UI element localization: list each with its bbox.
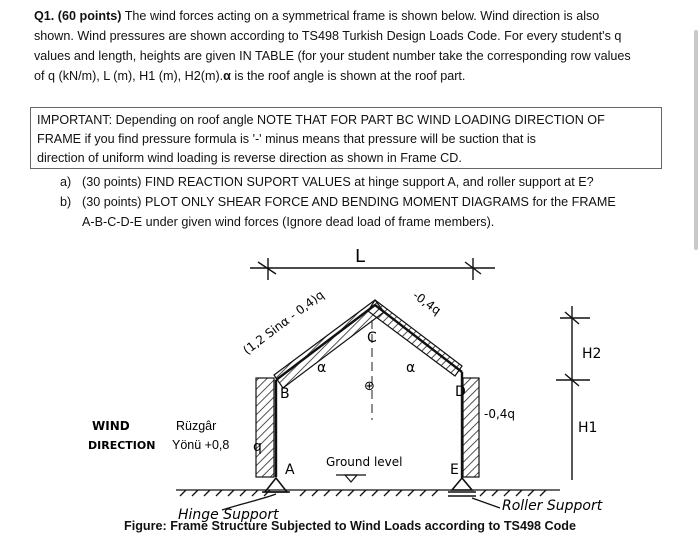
notice-line2: FRAME if you find pressure formula is '-… <box>37 132 536 146</box>
question-line3: values and length, heights are given IN … <box>34 49 631 63</box>
alpha-right: α <box>406 360 415 376</box>
ground-level-marker <box>336 474 366 483</box>
alpha-symbol: α <box>223 69 231 83</box>
notice-line1: IMPORTANT: Depending on roof angle NOTE … <box>37 113 605 127</box>
part-b-text-continued: A-B-C-D-E under given wind forces (Ignor… <box>82 215 495 229</box>
question-line2: shown. Wind pressures are shown accordin… <box>34 29 622 43</box>
wind-label: WIND <box>92 419 130 433</box>
ground-level-label: Ground level <box>326 455 403 469</box>
part-b-text: (30 points) PLOT ONLY SHEAR FORCE AND BE… <box>82 195 616 209</box>
span-label-L: L <box>355 246 365 267</box>
node-D-label: D <box>455 384 466 400</box>
part-b: b) (30 points) PLOT ONLY SHEAR FORCE AND… <box>60 192 670 212</box>
question-text: Q1. (60 points) The wind forces acting o… <box>34 6 666 86</box>
node-E-label: E <box>450 462 459 478</box>
figure-caption: Figure: Frame Structure Subjected to Win… <box>124 519 576 533</box>
important-notice-box: IMPORTANT: Depending on roof angle NOTE … <box>30 107 662 169</box>
question-parts: a) (30 points) FIND REACTION SUPORT VALU… <box>60 172 670 232</box>
roller-support-E <box>448 476 476 497</box>
roller-support-label: Roller Support <box>502 498 603 514</box>
span-dimension <box>250 258 495 280</box>
roof-right-load-label: -0,4q <box>410 288 443 318</box>
support-pointer-arrows <box>221 493 501 511</box>
alpha-left: α <box>317 360 326 376</box>
left-wall-load-block <box>255 377 275 478</box>
h1-label: H1 <box>578 420 597 436</box>
height-dimensions <box>556 306 590 480</box>
part-a-label: a) <box>60 175 72 189</box>
ruzgar-label: Rüzgâr <box>176 419 216 433</box>
question-number: Q1. (60 points) <box>34 9 122 23</box>
node-B-label: B <box>280 386 290 402</box>
hinge-support-A <box>262 476 290 493</box>
left-wall-load-label: q <box>253 439 262 455</box>
node-C-label: C <box>367 330 377 346</box>
part-a: a) (30 points) FIND REACTION SUPORT VALU… <box>60 172 670 192</box>
centerline-symbol: ⊕ <box>364 379 375 394</box>
h2-label: H2 <box>582 346 601 362</box>
part-b-label: b) <box>60 195 72 209</box>
question-line4: of q (kN/m), L (m), H1 (m), H2(m). <box>34 69 224 83</box>
question-line4-end: is the roof angle is shown at the roof p… <box>230 69 466 83</box>
frame-members <box>274 304 464 478</box>
ground-line <box>176 489 560 497</box>
node-A-label: A <box>285 462 295 478</box>
direction-label: DIRECTION <box>88 439 155 452</box>
yonu-label: Yönü +0,8 <box>172 438 229 452</box>
notice-line3: direction of uniform wind loading is rev… <box>37 151 462 165</box>
question-line1: The wind forces acting on a symmetrical … <box>121 9 600 23</box>
right-wall-load-label: -0,4q <box>484 407 515 421</box>
hinge-support-label: Hinge Support <box>178 507 279 523</box>
part-a-text: (30 points) FIND REACTION SUPORT VALUES … <box>82 175 594 189</box>
scrollbar[interactable] <box>694 30 698 250</box>
